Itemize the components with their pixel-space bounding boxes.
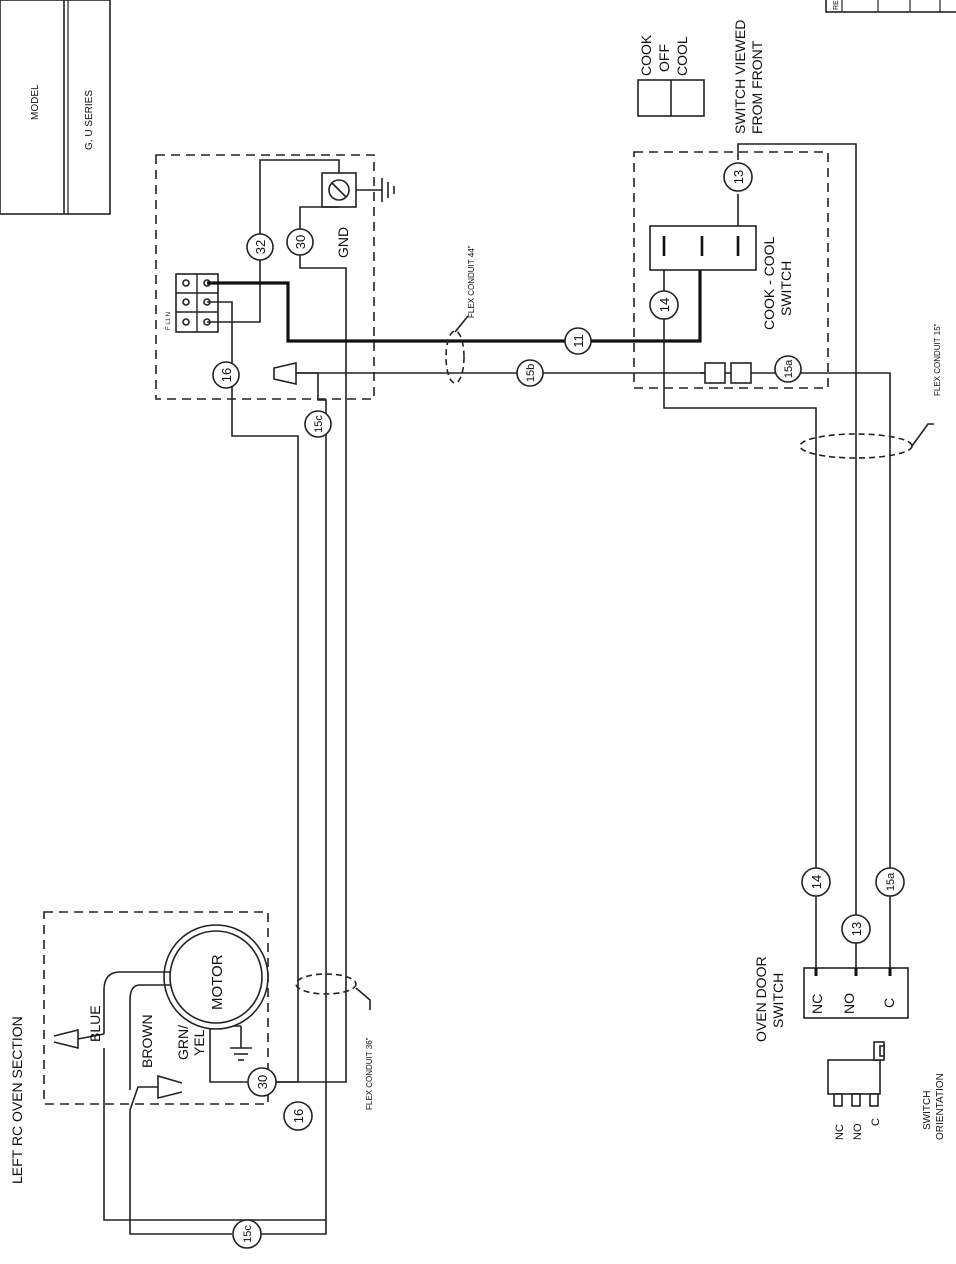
wire-label-14-bot: 14 <box>801 867 831 897</box>
switch-orientation-label: SWITCH ORIENTATION <box>922 1073 946 1140</box>
wire-label-30-top: 30 <box>286 228 314 256</box>
inline-connector-15 <box>700 362 775 384</box>
model-label: MODEL <box>30 84 41 120</box>
conduit-44-label: FLEX CONDUIT 44" <box>467 245 476 318</box>
ground-label: GND <box>335 227 351 258</box>
wire-label-16-top: 16 <box>212 361 240 389</box>
door-switch-label: OVEN DOOR SWITCH <box>753 953 786 1042</box>
wire-label-14-top: 14 <box>649 290 679 320</box>
svg-text:32: 32 <box>253 240 268 254</box>
svg-text:15c: 15c <box>313 415 325 433</box>
switch-view-note: SWITCH VIEWED FROM FRONT <box>732 16 765 134</box>
terminal-no: NO <box>841 993 857 1014</box>
orient-nc: NC <box>834 1124 846 1140</box>
terminal-c: C <box>881 998 897 1008</box>
wire-label-32: 32 <box>246 233 274 261</box>
svg-text:14: 14 <box>809 875 824 889</box>
ground-symbol-top <box>356 178 395 202</box>
orient-c: C <box>870 1118 882 1126</box>
flex-conduit-15: FLEX CONDUIT 15" <box>799 323 942 459</box>
wire-15-path <box>261 372 725 1235</box>
cook-cool-switch-box: COOK - COOL SWITCH <box>633 151 829 389</box>
terminal-labels: F L1 N <box>166 312 172 330</box>
wire-label-11: 11 <box>564 327 592 355</box>
revision-block: RE <box>825 0 956 13</box>
model-value: G, U SERIES <box>84 90 95 150</box>
title-block: MODEL G, U SERIES <box>0 0 111 215</box>
svg-text:15a: 15a <box>783 359 795 378</box>
conduit-36-label: FLEX CONDUIT 36" <box>365 1037 374 1110</box>
switch-orientation-icon: NC NO C SWITCH ORIENTATION <box>827 1041 946 1140</box>
switch-wiring <box>663 143 891 968</box>
ground-symbol-motor <box>230 1026 252 1061</box>
oven-section-title: LEFT RC OVEN SECTION <box>9 1016 25 1184</box>
svg-text:13: 13 <box>731 170 746 184</box>
switch-position-cook: COOK <box>638 34 654 76</box>
svg-text:14: 14 <box>657 298 672 312</box>
wire-brown-label: BROWN <box>139 1014 155 1068</box>
switch-position-cool: COOL <box>674 36 690 76</box>
wire-label-30-bot: 30 <box>247 1067 277 1097</box>
svg-text:16: 16 <box>291 1109 306 1123</box>
wire-label-13-bot: 13 <box>841 914 871 944</box>
wire-label-15c-bot: 15c <box>232 1219 262 1249</box>
motor-leads: BLUE BROWN GRN/ YEL <box>53 971 326 1235</box>
flex-conduit-44: FLEX CONDUIT 44" <box>445 245 476 384</box>
wire-grnyel-label: GRN/ YEL <box>175 1021 207 1060</box>
svg-text:30: 30 <box>293 235 308 249</box>
svg-text:15b: 15b <box>525 364 537 382</box>
rev-label: RE <box>833 0 840 10</box>
wire-label-15a-bot: 15a <box>875 867 905 897</box>
oven-section-box: LEFT RC OVEN SECTION <box>9 911 269 1184</box>
control-box-wiring <box>207 159 702 1083</box>
svg-text:15a: 15a <box>885 872 897 891</box>
svg-text:30: 30 <box>255 1075 270 1089</box>
wire-blue-label: BLUE <box>87 1005 103 1042</box>
svg-text:13: 13 <box>849 922 864 936</box>
flex-conduit-36: FLEX CONDUIT 36" <box>295 973 374 1110</box>
oven-door-switch: NC NO C OVEN DOOR SWITCH <box>753 953 909 1042</box>
plug-connector <box>273 361 297 386</box>
svg-text:16: 16 <box>219 368 234 382</box>
switch-face-view: COOK OFF COOL SWITCH VIEWED FROM FRONT <box>637 16 765 134</box>
svg-text:15c: 15c <box>242 1225 254 1243</box>
control-box: GND F L1 N <box>155 154 395 400</box>
cook-cool-switch-label: COOK - COOL SWITCH <box>761 233 794 330</box>
wire-label-15c-top: 15c <box>304 410 332 438</box>
wire-label-15b: 15b <box>516 359 544 387</box>
conduit-15-label: FLEX CONDUIT 15" <box>933 323 942 396</box>
motor-label: MOTOR <box>209 954 226 1010</box>
orient-no: NO <box>852 1123 864 1140</box>
wire-label-16-bot: 16 <box>283 1101 313 1131</box>
switch-position-off: OFF <box>656 44 672 72</box>
svg-text:11: 11 <box>571 334 586 348</box>
wire-label-15a-top: 15a <box>774 355 802 383</box>
terminal-nc: NC <box>809 994 825 1014</box>
wire-label-13-top: 13 <box>723 162 753 192</box>
motor: MOTOR <box>163 924 269 1030</box>
